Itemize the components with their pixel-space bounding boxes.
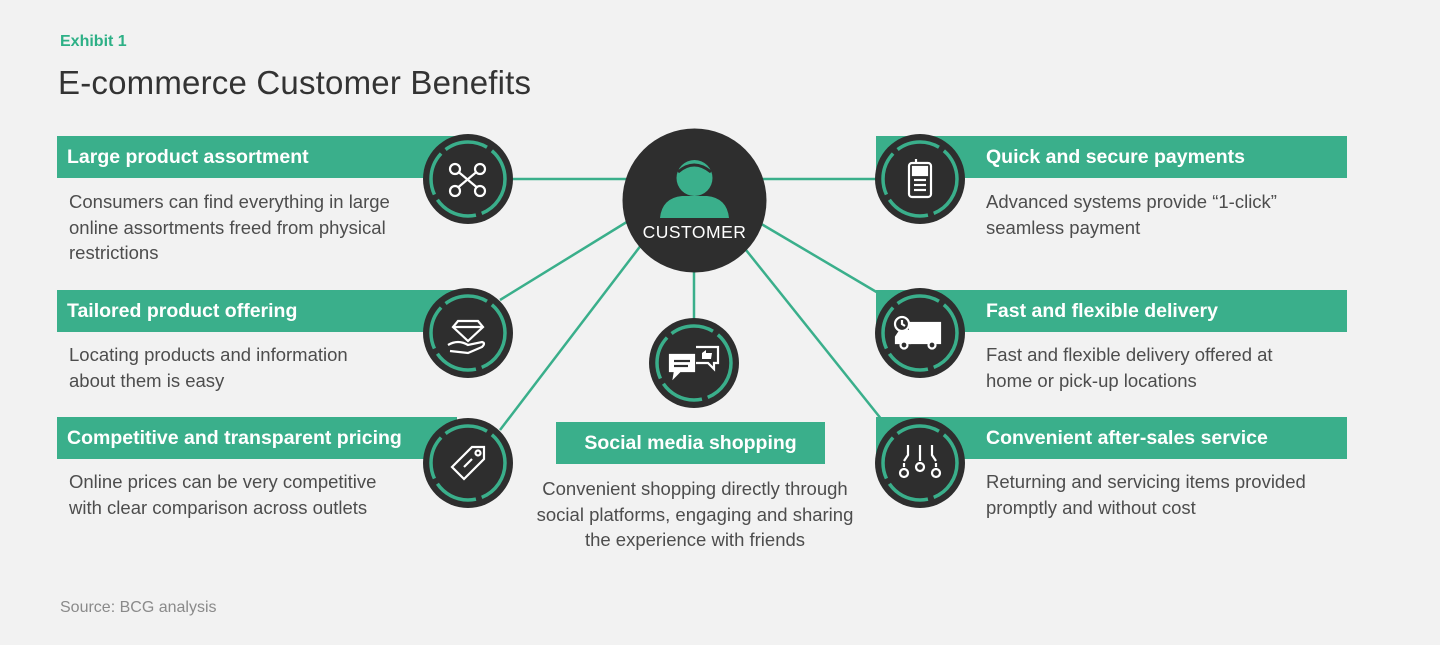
source-note: Source: BCG analysis [60,599,217,616]
diamond-hand-icon [447,319,486,355]
benefit-bar-social-media: Social media shopping [556,422,825,464]
benefit-bar-tailored-offering: Tailored product offering [57,290,457,332]
benefit-title: Social media shopping [584,432,797,454]
benefit-title: Fast and flexible delivery [986,300,1218,322]
chat-node [648,317,740,409]
benefit-title: Tailored product offering [67,300,298,322]
network-node [422,133,514,225]
benefit-title: Quick and secure payments [986,146,1246,168]
page-title: E-commerce Customer Benefits [58,64,532,101]
benefit-description: Online prices can be very competitive wi… [69,471,377,518]
price-tag-node [422,417,514,509]
diamond-hand-node [422,287,514,379]
benefit-title: Large product assortment [67,146,309,168]
benefit-bar-large-assortment: Large product assortment [57,136,457,178]
benefit-description: Consumers can find everything in large o… [69,191,390,263]
delivery-truck-icon [893,315,942,350]
benefit-description: Advanced systems provide “1-click” seaml… [986,191,1277,238]
customer-icon [660,160,729,218]
benefit-bar-competitive-pricing: Competitive and transparent pricing [57,417,457,459]
benefit-title: Competitive and transparent pricing [67,427,402,449]
benefit-description: Convenient shopping directly through soc… [536,478,854,550]
customer-node [622,128,767,273]
network-icon [448,162,487,198]
service-node [874,417,966,509]
payment-node [874,133,966,225]
exhibit-label: Exhibit 1 [60,33,127,50]
benefit-title: Convenient after-sales service [986,427,1268,449]
customer-label: CUSTOMER [642,222,747,242]
price-tag-icon [450,445,486,481]
chat-like-icon [668,345,720,381]
benefit-description: Fast and flexible delivery offered at ho… [986,344,1273,391]
benefit-description: Returning and servicing items provided p… [986,471,1306,518]
benefit-description: Locating products and information about … [69,344,348,391]
service-returns-icon [898,445,942,479]
delivery-node [874,287,966,379]
payment-terminal-icon [907,159,933,199]
